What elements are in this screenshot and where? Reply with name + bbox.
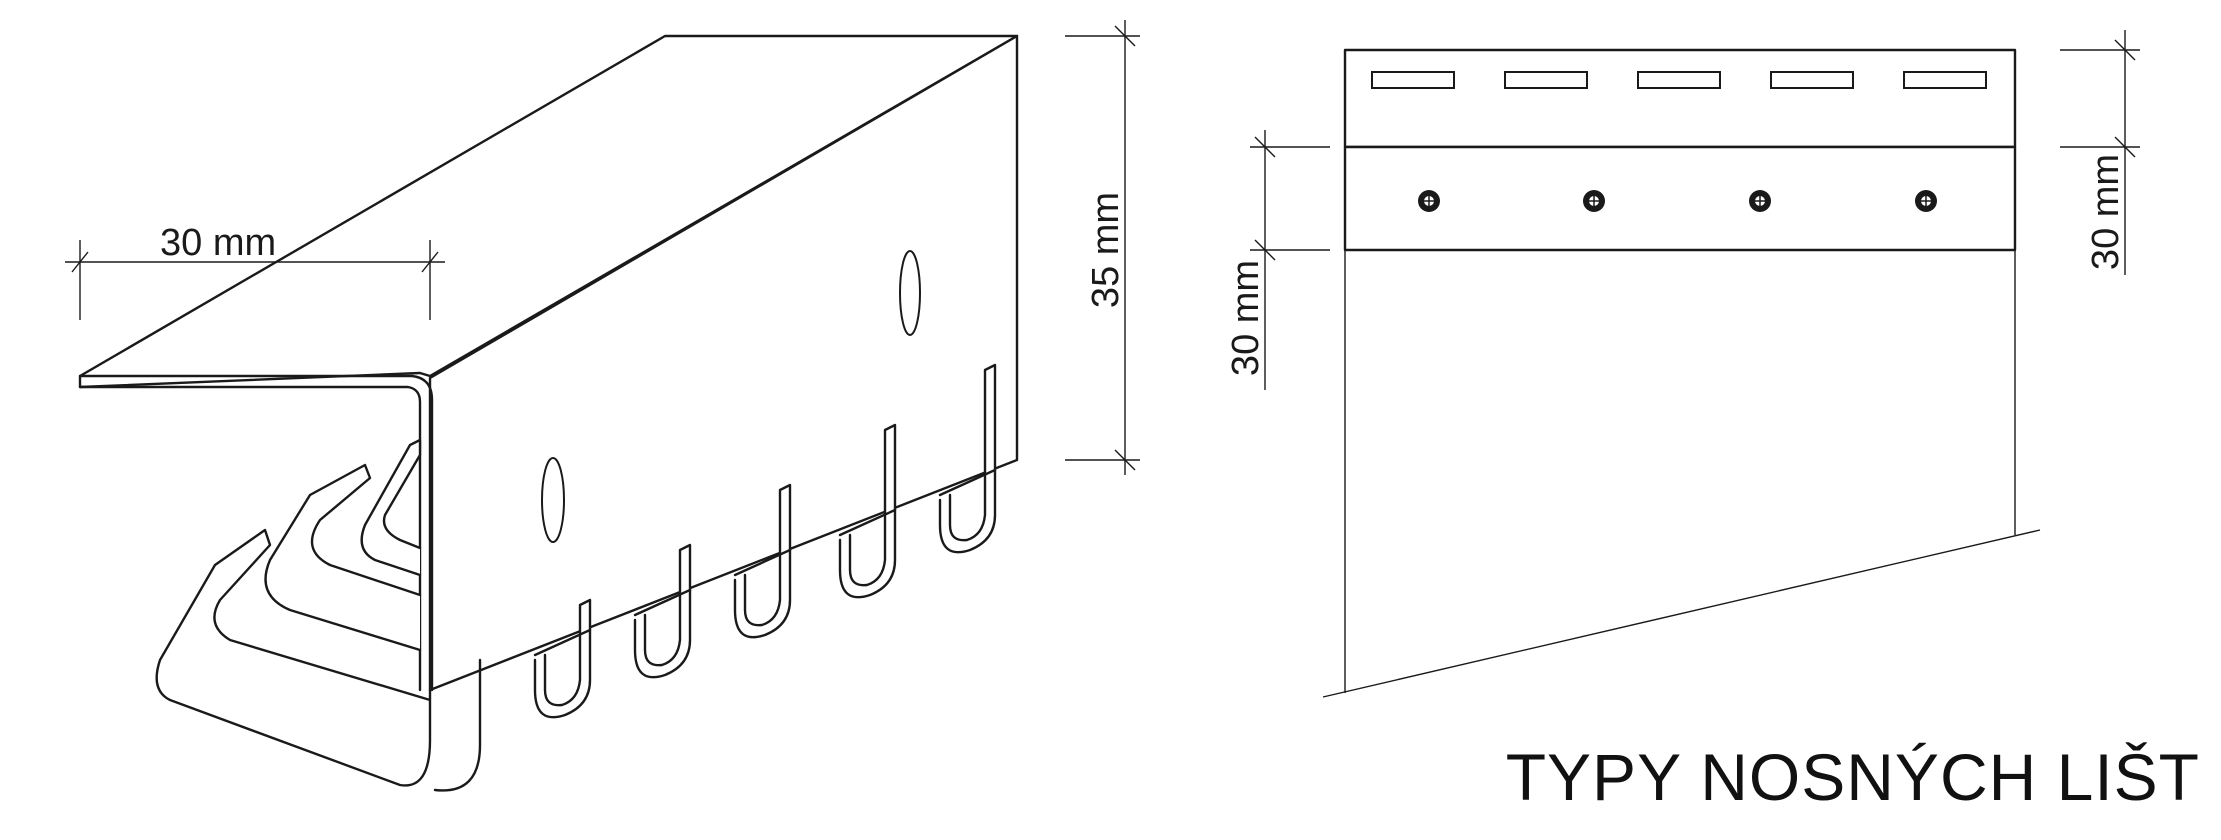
dimension-right: 30 mm bbox=[2060, 30, 2140, 275]
rail-hole bbox=[899, 250, 921, 336]
curtain-strip bbox=[1322, 250, 2041, 698]
dimension-height-label: 35 mm bbox=[1085, 192, 1127, 308]
dimension-left: 30 mm bbox=[1225, 130, 1330, 390]
slot bbox=[1504, 71, 1588, 89]
dimension-height: 35 mm bbox=[1065, 20, 1140, 475]
hook bbox=[264, 463, 422, 652]
clip bbox=[938, 363, 997, 554]
isometric-rail: 30 mm 35 mm bbox=[65, 20, 1140, 792]
clip bbox=[733, 483, 792, 639]
screw-hole bbox=[1418, 190, 1440, 212]
hole-strip bbox=[1343, 145, 2017, 252]
flat-rail-view: 30 mm 30 mm bbox=[1225, 30, 2140, 698]
slot bbox=[1903, 71, 1987, 89]
rail-hooks bbox=[155, 363, 997, 792]
clip bbox=[533, 598, 592, 719]
slot-strip bbox=[1343, 48, 2017, 149]
rail-hole bbox=[541, 457, 565, 543]
slot bbox=[1637, 71, 1721, 89]
slot bbox=[1770, 71, 1854, 89]
rail-fold bbox=[78, 374, 434, 692]
dimension-right-label: 30 mm bbox=[2085, 154, 2127, 270]
dimension-width-label: 30 mm bbox=[160, 222, 276, 264]
screw-hole bbox=[1583, 190, 1605, 212]
slot bbox=[1371, 71, 1455, 89]
drawing-title: TYPY NOSNÝCH LIŠT bbox=[1506, 740, 2200, 814]
dimension-width: 30 mm bbox=[65, 222, 445, 320]
screw-hole bbox=[1749, 190, 1771, 212]
clip bbox=[838, 423, 897, 599]
hook bbox=[155, 528, 432, 787]
screw-hole bbox=[1915, 190, 1937, 212]
dimension-left-label: 30 mm bbox=[1225, 260, 1267, 376]
clip bbox=[633, 543, 692, 679]
hook bbox=[360, 438, 422, 577]
rail-side-face bbox=[428, 34, 1019, 692]
